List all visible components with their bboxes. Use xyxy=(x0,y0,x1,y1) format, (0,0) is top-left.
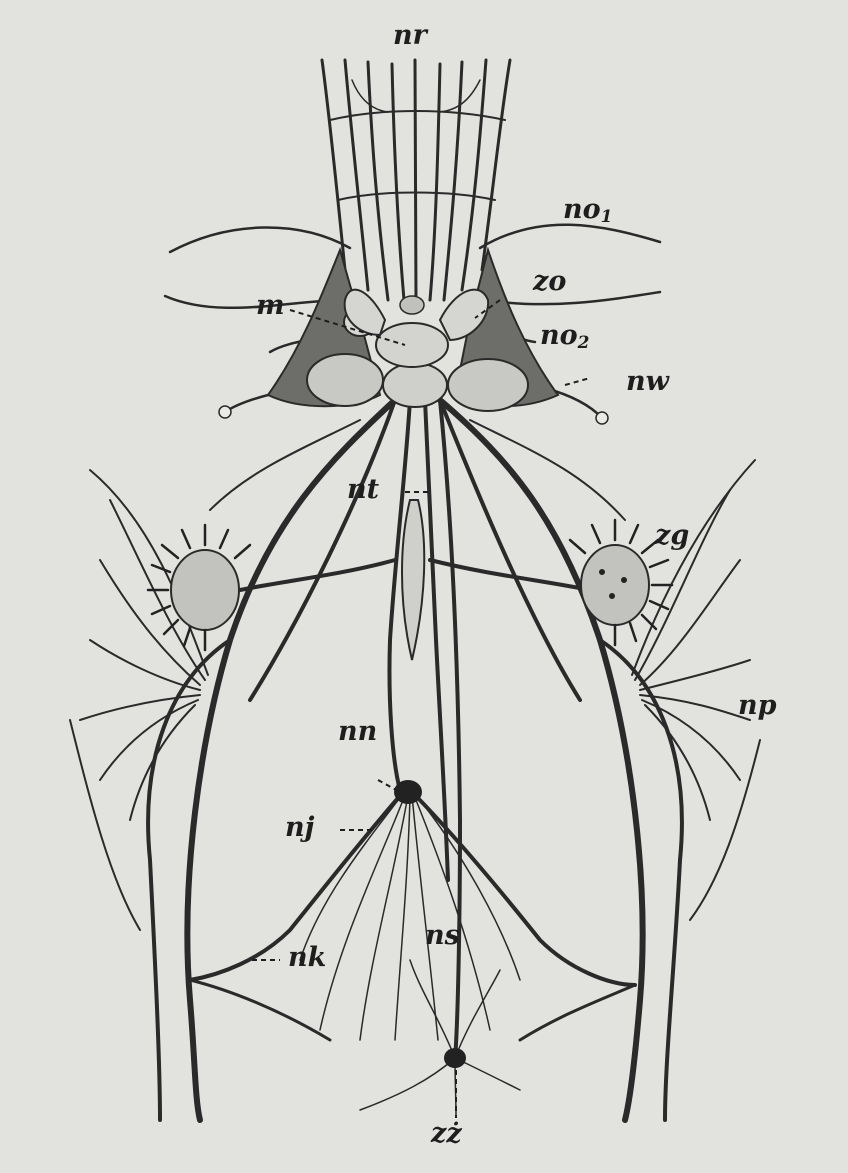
label-no1: no1 xyxy=(563,196,612,226)
leader-lines xyxy=(252,300,590,1118)
label-nj: nj xyxy=(285,814,314,841)
label-nk: nk xyxy=(288,944,326,971)
fan-right xyxy=(632,460,755,820)
label-zz: zż xyxy=(431,1120,462,1147)
label-zg: zg xyxy=(655,522,689,549)
ganglion-zz xyxy=(444,1048,466,1068)
label-ns: ns xyxy=(425,922,460,949)
label-no2: no2 xyxy=(540,322,589,352)
nerve-cord-top xyxy=(322,60,510,300)
label-nw: nw xyxy=(626,368,669,395)
side-nerves xyxy=(70,420,760,930)
ganglion-nn xyxy=(394,780,422,804)
label-nr: nr xyxy=(393,22,427,49)
nerve-nj xyxy=(190,790,635,985)
label-nn: nn xyxy=(338,718,377,745)
label-zo: zo xyxy=(533,268,566,295)
nerve-nk xyxy=(190,980,635,1040)
central-spindle xyxy=(402,500,424,660)
label-m: m xyxy=(256,292,285,319)
nerve-ns xyxy=(300,795,520,1040)
label-np: np xyxy=(738,692,777,719)
bottom-net xyxy=(360,960,520,1115)
fan-left xyxy=(80,470,208,820)
label-nt: nt xyxy=(347,476,379,503)
